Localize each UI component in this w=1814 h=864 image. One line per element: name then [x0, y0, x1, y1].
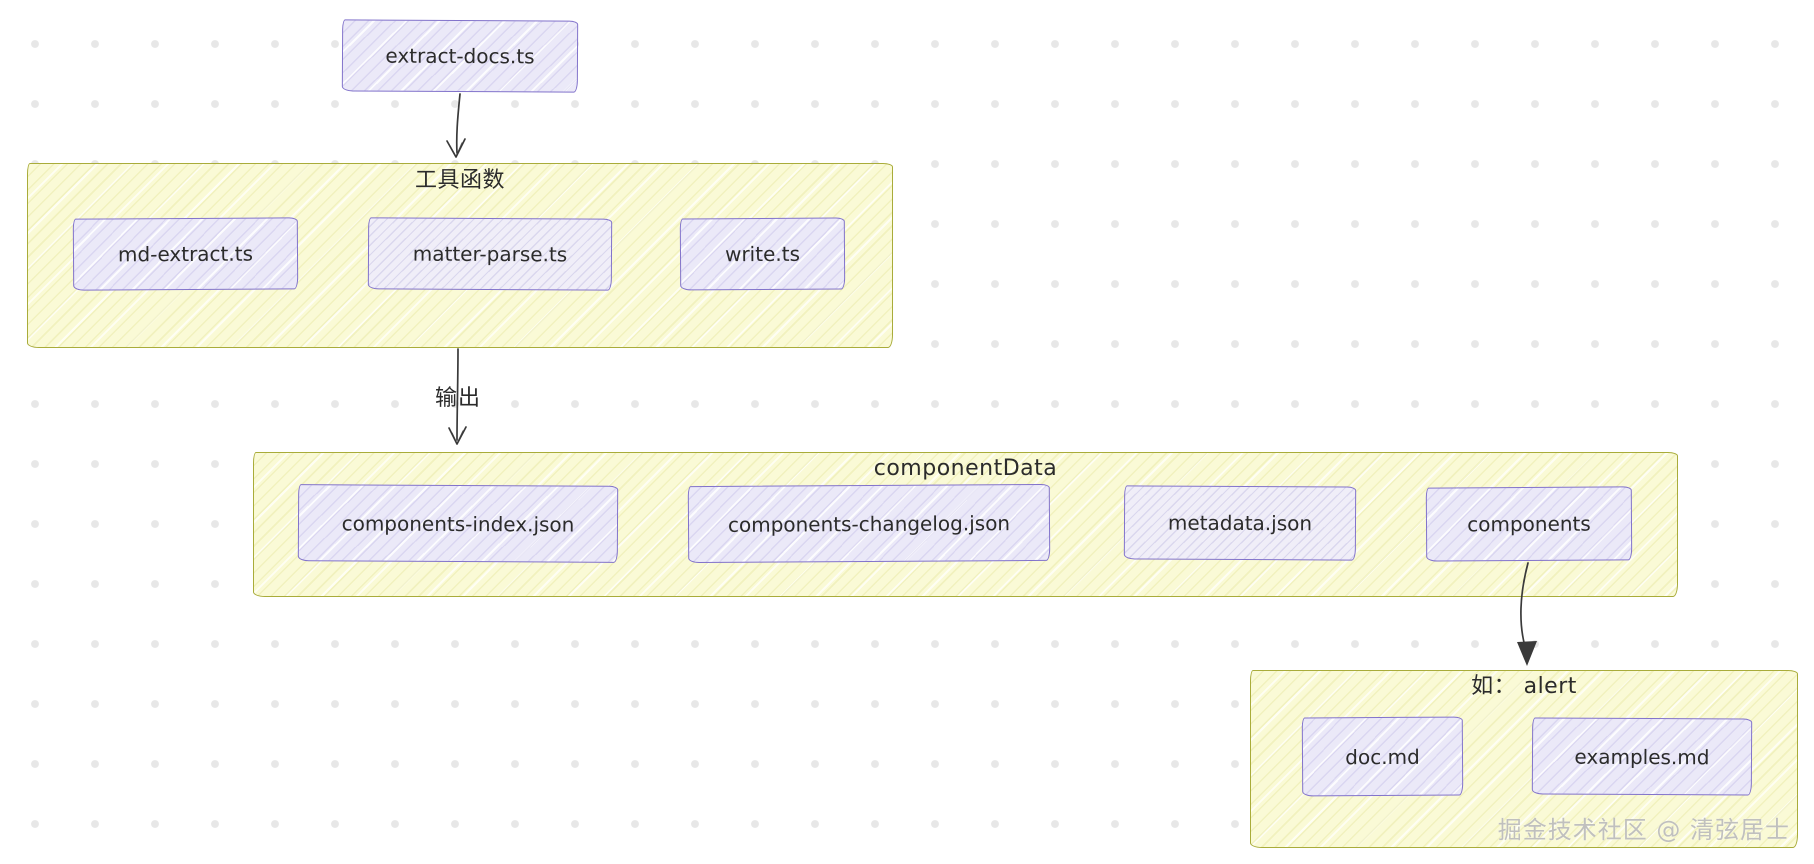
- group-alert-example-title: 如： alert: [1471, 674, 1577, 699]
- node-components-changelog: components-changelog.json: [687, 483, 1051, 564]
- arrow-extract-to-utils: [455, 93, 461, 154]
- node-components-index: components-index.json: [297, 484, 619, 563]
- watermark-text: 掘金技术社区 @ 清弦居士: [1497, 816, 1790, 844]
- node-components-changelog-label: components-changelog.json: [727, 510, 1011, 537]
- arrow-extract-to-utils-head: [446, 138, 466, 158]
- node-doc-md-label: doc.md: [1345, 744, 1420, 769]
- node-examples-md: examples.md: [1531, 717, 1753, 796]
- group-component-data-title: componentData: [873, 456, 1058, 481]
- node-md-extract-label: md-extract.ts: [117, 241, 254, 267]
- arrow-utils-to-componentdata-head: [448, 426, 467, 445]
- node-components-index-label: components-index.json: [341, 510, 575, 537]
- node-write-label: write.ts: [724, 241, 801, 267]
- node-metadata-label: metadata.json: [1167, 510, 1313, 536]
- node-matter-parse: matter-parse.ts: [367, 217, 613, 291]
- arrow-extract-to-utils-head-echo: [449, 142, 463, 158]
- node-matter-parse-label: matter-parse.ts: [412, 241, 568, 267]
- node-extract-docs: extract-docs.ts: [341, 19, 579, 93]
- edge-label-output: 输出: [434, 386, 481, 411]
- node-doc-md: doc.md: [1301, 716, 1464, 797]
- node-metadata: metadata.json: [1123, 485, 1357, 561]
- group-utils-title: 工具函数: [414, 168, 505, 193]
- node-extract-docs-label: extract-docs.ts: [385, 43, 535, 69]
- node-components-label: components: [1467, 511, 1591, 537]
- node-examples-md-label: examples.md: [1574, 744, 1710, 769]
- node-md-extract: md-extract.ts: [72, 217, 299, 291]
- node-write: write.ts: [679, 217, 846, 291]
- arrow-components-to-alert-head: [1517, 641, 1537, 666]
- arrow-utils-to-componentdata-head-echo: [451, 430, 464, 445]
- node-components: components: [1425, 486, 1633, 562]
